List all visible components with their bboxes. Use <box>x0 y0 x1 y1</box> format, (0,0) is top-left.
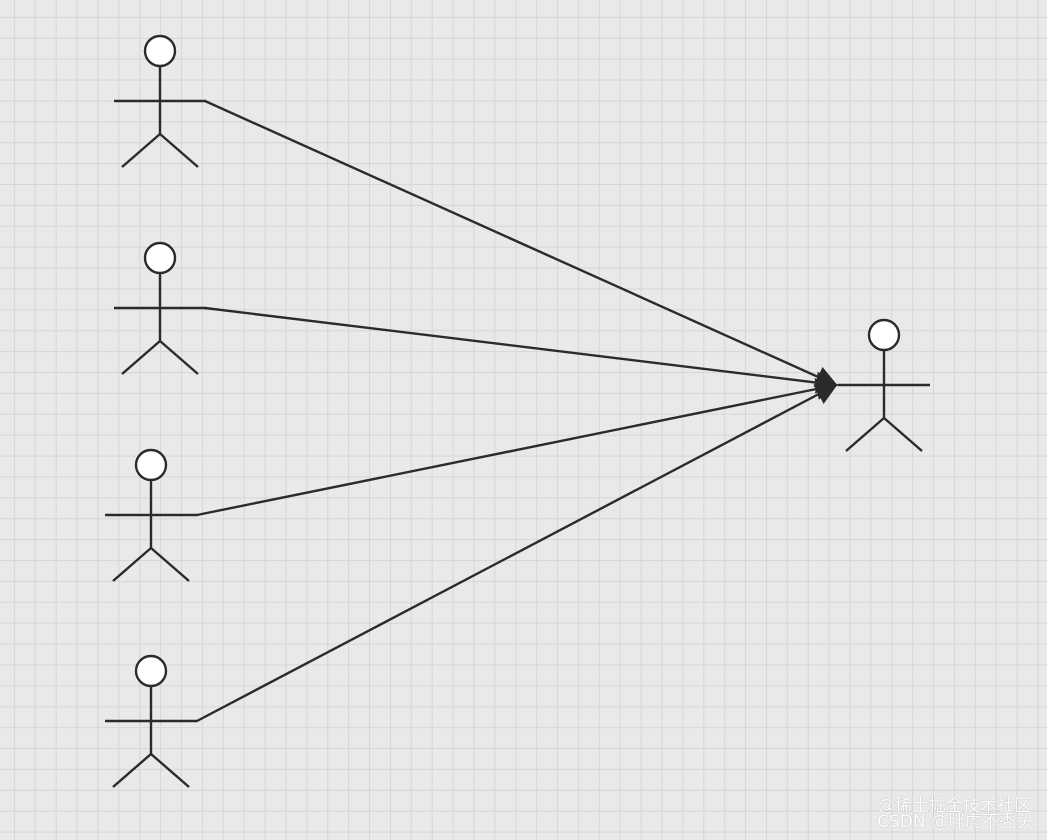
actor-3 <box>105 448 197 582</box>
watermark-juejin: @稀土掘金技术社区 <box>878 796 1031 816</box>
connector-4 <box>195 383 838 723</box>
watermark-csdn: CSDN @胖虎不秃头 <box>877 812 1033 832</box>
actor-target <box>838 318 930 452</box>
actor-1 <box>114 34 206 168</box>
actor-4 <box>105 654 197 788</box>
connector-2 <box>203 306 839 394</box>
connector-1 <box>203 99 839 387</box>
actor-2 <box>114 241 206 375</box>
connector-3 <box>195 378 839 517</box>
